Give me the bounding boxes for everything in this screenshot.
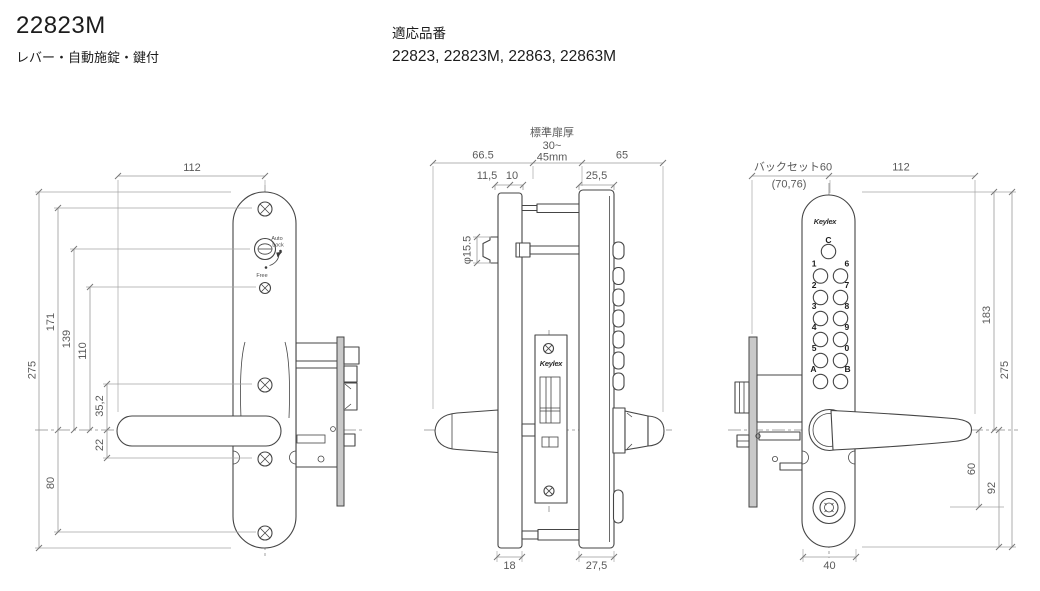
side-outside-plate xyxy=(497,192,523,549)
lock-label: Lock xyxy=(272,243,284,249)
back-view: Keylex C 1 6 2 7 3 8 4 9 xyxy=(728,161,1018,572)
key-label-9: 9 xyxy=(845,322,850,332)
side-keypad-buttons xyxy=(612,241,625,391)
dim-front-275: 275 xyxy=(27,361,39,379)
key-button-b xyxy=(832,373,849,390)
dim-front-22: 22 xyxy=(94,439,106,451)
door-thickness-mm: 45mm xyxy=(537,152,568,164)
dim-front-35-2: 35,2 xyxy=(94,395,106,416)
side-keylex-logo: Keylex xyxy=(540,359,564,368)
title-block: 22823M レバー・自動施錠・鍵付 xyxy=(16,12,159,66)
dim-back-275: 275 xyxy=(999,361,1011,379)
dim-front-112: 112 xyxy=(183,162,201,174)
front-lever-handle xyxy=(116,415,282,447)
dim-front-139: 139 xyxy=(61,330,73,348)
dim-back-92: 92 xyxy=(986,482,998,494)
key-button-4 xyxy=(812,331,829,348)
key-label-0: 0 xyxy=(845,343,850,353)
dim-side-10: 10 xyxy=(506,170,518,182)
dim-side-27-5: 27,5 xyxy=(586,560,607,572)
product-subtitle: レバー・自動施錠・鍵付 xyxy=(16,50,160,65)
key-button-0 xyxy=(832,352,849,369)
dim-side-65: 65 xyxy=(616,150,628,162)
back-faceplate-strip xyxy=(748,336,758,508)
front-escutcheon-plate xyxy=(232,191,297,549)
compatible-models-block: 適応品番 22823, 22823M, 22863, 22863M xyxy=(392,22,616,66)
front-dimensions: 112 275 171 80 139 xyxy=(27,162,269,552)
front-view: Auto Lock Free 112 275 xyxy=(27,162,362,558)
dim-side-18: 18 xyxy=(503,560,515,572)
key-label-a: A xyxy=(810,364,816,374)
dim-backset: バックセット60 xyxy=(754,161,832,174)
side-dimensions: 66.5 65 標準扉厚 30~ 45mm 11,5 10 25,5 φ15.5 xyxy=(429,125,667,572)
key-button-5 xyxy=(812,352,829,369)
dim-front-171: 171 xyxy=(45,313,57,331)
dim-back-183: 183 xyxy=(981,306,993,324)
front-thumbturn: Auto Lock Free xyxy=(253,236,284,279)
dim-back-60: 60 xyxy=(966,463,978,475)
key-label-2: 2 xyxy=(812,280,817,290)
key-button-6 xyxy=(832,268,849,284)
key-button-7 xyxy=(832,289,849,306)
side-view: Keylex xyxy=(424,125,672,572)
dim-side-phi15-5: φ15.5 xyxy=(462,236,474,265)
key-label-c: C xyxy=(825,235,831,245)
product-model: 22823M xyxy=(16,12,106,39)
key-button-2 xyxy=(812,289,829,306)
back-deadbolt xyxy=(734,381,750,414)
key-label-b: B xyxy=(845,364,851,374)
back-key-cylinder xyxy=(812,490,846,525)
key-label-8: 8 xyxy=(845,301,850,311)
key-label-5: 5 xyxy=(812,343,817,353)
side-outside-lever-end xyxy=(612,407,665,454)
dim-back-40: 40 xyxy=(823,560,835,572)
door-thickness-range: 30~ xyxy=(543,140,562,152)
side-thumbturn xyxy=(482,236,499,264)
dim-front-80: 80 xyxy=(45,477,57,489)
front-faceplate-strip xyxy=(336,336,345,507)
side-inside-plate xyxy=(578,189,615,549)
back-lever-handle xyxy=(830,409,973,451)
door-thickness-label: 標準扉厚 xyxy=(530,125,574,139)
back-mortise-lock xyxy=(734,336,803,508)
key-button-1 xyxy=(812,268,829,284)
dim-front-110: 110 xyxy=(77,342,89,360)
dim-backset-alt: (70,76) xyxy=(772,179,807,191)
dim-side-11-5: 11,5 xyxy=(477,170,498,182)
key-button-9 xyxy=(832,331,849,348)
side-lever-handle xyxy=(434,409,499,454)
back-dimensions: バックセット60 (70,76) 112 183 275 60 92 xyxy=(748,161,1016,572)
key-label-6: 6 xyxy=(845,259,850,269)
front-mortise-lock xyxy=(295,336,360,507)
auto-label: Auto xyxy=(271,236,282,242)
side-faceplate: Keylex xyxy=(534,334,568,504)
key-label-7: 7 xyxy=(845,280,850,290)
back-keypad: C 1 6 2 7 3 8 4 9 5 0 xyxy=(810,235,851,390)
compatible-models-label: 適応品番 xyxy=(392,26,446,41)
key-button-8 xyxy=(832,310,849,327)
dim-side-66-5: 66.5 xyxy=(472,150,493,162)
free-label: Free xyxy=(256,273,267,279)
key-label-1: 1 xyxy=(812,259,817,269)
key-button-3 xyxy=(812,310,829,327)
dim-side-25-5: 25,5 xyxy=(586,170,607,182)
back-keylex-logo: Keylex xyxy=(814,217,838,226)
front-latch-bolt xyxy=(343,382,358,411)
dim-back-112: 112 xyxy=(892,162,910,174)
compatible-models-values: 22823, 22823M, 22863, 22863M xyxy=(392,48,617,65)
key-button-a xyxy=(812,373,829,390)
back-lever xyxy=(808,408,973,452)
key-button-c xyxy=(820,243,837,260)
key-label-3: 3 xyxy=(812,301,817,311)
key-label-4: 4 xyxy=(812,322,817,332)
side-key-cylinder xyxy=(612,489,624,524)
front-screws xyxy=(257,201,273,541)
